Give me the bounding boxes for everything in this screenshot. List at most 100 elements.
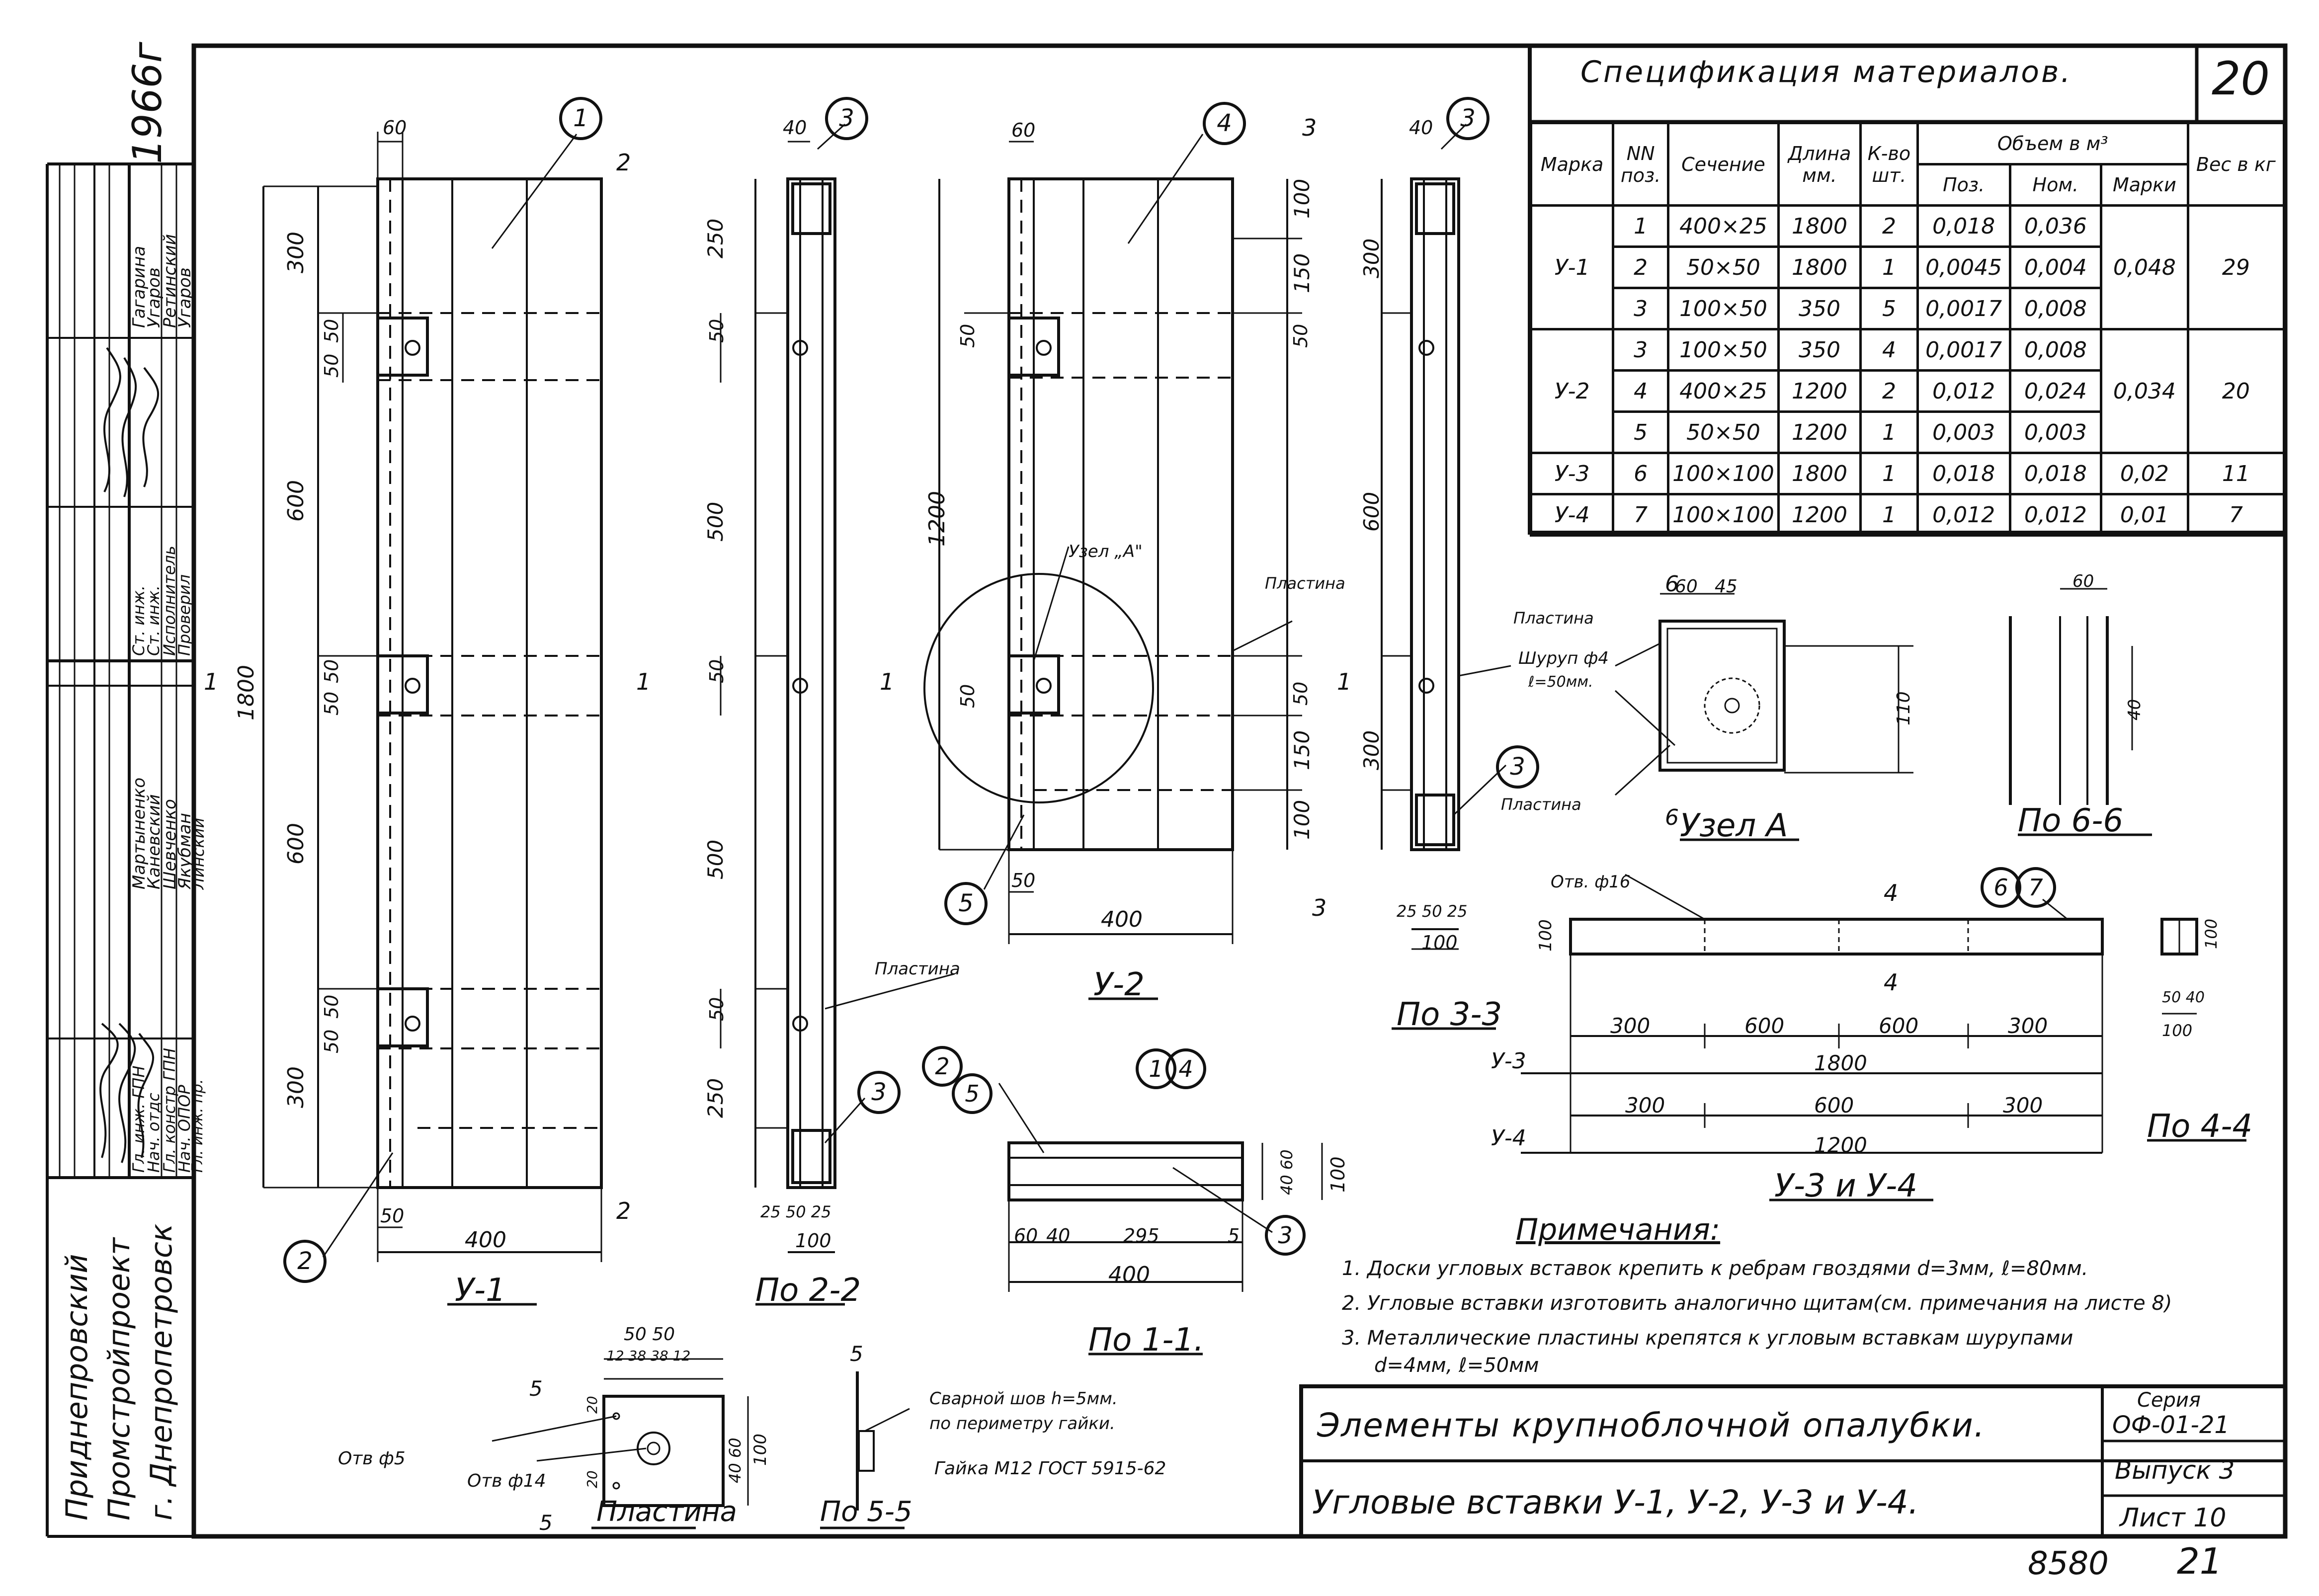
dim-u2-1200: 1200 (924, 491, 950, 547)
spec-cell-vnom: 0,024 (2008, 369, 2103, 413)
section-marker-3-bot: 3 (1312, 894, 1327, 921)
spec-cell-weight: 11 (2186, 452, 2286, 495)
dim-u34-300a: 300 (1610, 1014, 1651, 1038)
view-title-u2: У-2 (1093, 966, 1145, 1003)
dim-nodea-45: 45 (1715, 576, 1738, 597)
section-marker-3-top: 3 (1302, 114, 1317, 141)
dim-s22-50-2: 50 (706, 659, 728, 683)
note-2: 2. Угловые вставки изготовить аналогично… (1342, 1292, 2172, 1315)
spec-cell-pos: 3 (1612, 328, 1670, 372)
u1-elevation (262, 132, 603, 1306)
note-1: 1. Доски угловых вставок крепить к ребра… (1342, 1257, 2088, 1280)
callout-4: 4 (1165, 1048, 1206, 1089)
node-a (1658, 593, 1913, 841)
spec-cell-count: 1 (1859, 245, 1919, 289)
spec-cell-pos: 6 (1612, 452, 1670, 495)
spec-cell-vpos: 0,018 (1916, 204, 2011, 248)
dim-u2-400: 400 (1101, 907, 1143, 932)
title-block-sheet: Лист 10 (2120, 1503, 2227, 1533)
label-plastina-1: Пластина (875, 959, 960, 979)
spec-cell-count: 1 (1859, 452, 1919, 495)
spec-cell-mark: У-4 (1529, 493, 1615, 537)
dim-u2-150a: 150 (1290, 253, 1314, 293)
spec-subheader-row: Поз. Ном. Марки (1531, 163, 2284, 207)
dim-s33-300b: 300 (1359, 730, 1384, 770)
dim-plate-100: 100 (750, 1434, 770, 1466)
callout-3: 3 (857, 1071, 901, 1114)
title-block-issue: Выпуск 3 (2115, 1456, 2235, 1485)
spec-header-volume: Объем в м³ (1916, 122, 2189, 165)
dim-u1-50-bot: 50 (380, 1205, 405, 1227)
dim-u1-50-6: 50 (321, 1029, 342, 1053)
dim-u1-50-5: 50 (321, 994, 342, 1019)
dim-u2-60: 60 (1011, 119, 1036, 141)
label-u3: У-3 (1491, 1048, 1526, 1074)
spec-header-pos: NN поз. (1612, 122, 1670, 207)
spec-title: Спецификация материалов. (1580, 55, 2072, 89)
dim-plate-50-50: 50 50 (624, 1324, 675, 1345)
callout-5: 5 (952, 1073, 993, 1114)
label-hole14: Отв ф14 (467, 1471, 546, 1491)
label-weld: Сварной шов h=5мм. (929, 1389, 1118, 1409)
spec-cell-vnom: 0,004 (2008, 245, 2103, 289)
signature-2 (118, 1023, 136, 1163)
callout-5: 5 (944, 882, 988, 925)
spec-cell-length: 1800 (1777, 204, 1862, 248)
signature-4 (103, 347, 121, 492)
spec-cell-vnom: 0,008 (2008, 287, 2103, 330)
callout-3: 3 (1265, 1215, 1306, 1256)
label-screw-len: ℓ=50мм. (1528, 673, 1593, 691)
spec-cell-pos: 3 (1612, 287, 1670, 330)
spec-cell-vmark: 0,01 (2100, 493, 2189, 537)
spec-cell-count: 5 (1859, 287, 1919, 330)
dim-s66-60: 60 (2072, 571, 2094, 591)
note-3: 3. Металлические пластины крепятся к угл… (1342, 1327, 2073, 1350)
dim-u34-600a: 600 (1744, 1014, 1785, 1038)
spec-cell-mark: У-3 (1529, 452, 1615, 495)
section-marker-2-bot: 2 (616, 1197, 631, 1224)
dim-u2-100a: 100 (1290, 178, 1314, 219)
callout-1: 1 (1136, 1048, 1176, 1089)
spec-cell-weight: 7 (2186, 493, 2286, 537)
dim-u34-1200: 1200 (1814, 1133, 1867, 1157)
spec-cell-vnom: 0,008 (2008, 328, 2103, 372)
dim-s11-60: 60 (1014, 1225, 1038, 1247)
sheet-number: 20 (2212, 52, 2270, 105)
dim-s11-100: 100 (1327, 1156, 1349, 1193)
dim-s22-250b: 250 (703, 1078, 728, 1118)
spec-cell-pos: 7 (1612, 493, 1670, 537)
title-block-series: ОФ-01-21 (2112, 1411, 2230, 1439)
section-marker-1-u2-left: 1 (880, 668, 895, 695)
spec-cell-length: 1200 (1777, 493, 1862, 537)
dim-s33-100: 100 (1421, 932, 1458, 954)
view-title-node-a: Узел А (1680, 807, 1788, 844)
dim-s33-25-50-25: 25 50 25 (1397, 902, 1468, 921)
note-3-cont: d=4мм, ℓ=50мм (1374, 1354, 1539, 1377)
spec-header-section: Сечение (1667, 122, 1780, 207)
spec-cell-count: 1 (1859, 493, 1919, 537)
spec-cell-pos: 5 (1612, 410, 1670, 454)
dim-u34-1800: 1800 (1814, 1051, 1867, 1075)
sheet-frame (191, 43, 2288, 1539)
spec-cell-length: 1200 (1777, 410, 1862, 454)
dim-u1-50-2: 50 (321, 353, 342, 378)
dim-u2-50c: 50 (1290, 323, 1312, 348)
u2-elevation (923, 141, 1302, 1000)
dim-u1-1800: 1800 (234, 665, 259, 720)
dim-u2-50d: 50 (1290, 681, 1312, 706)
dim-u1-600a: 600 (283, 480, 309, 522)
dim-s44-50-40: 50 40 (2162, 989, 2205, 1006)
spec-cell-vpos: 0,0017 (1916, 287, 2011, 330)
section-22 (720, 141, 845, 1306)
dim-s11-5: 5 (1228, 1225, 1240, 1247)
spec-cell-vmark: 0,034 (2100, 328, 2189, 454)
dim-s33-300a: 300 (1359, 238, 1384, 278)
dim-u1-50-1: 50 (321, 319, 342, 343)
dim-u1-300b: 300 (283, 1066, 309, 1108)
spec-table: Марка NN поз. Сечение Длина мм. К-во шт.… (1529, 122, 2286, 537)
spec-cell-section: 50×50 (1667, 410, 1780, 454)
spec-header-length: Длина мм. (1777, 122, 1862, 207)
